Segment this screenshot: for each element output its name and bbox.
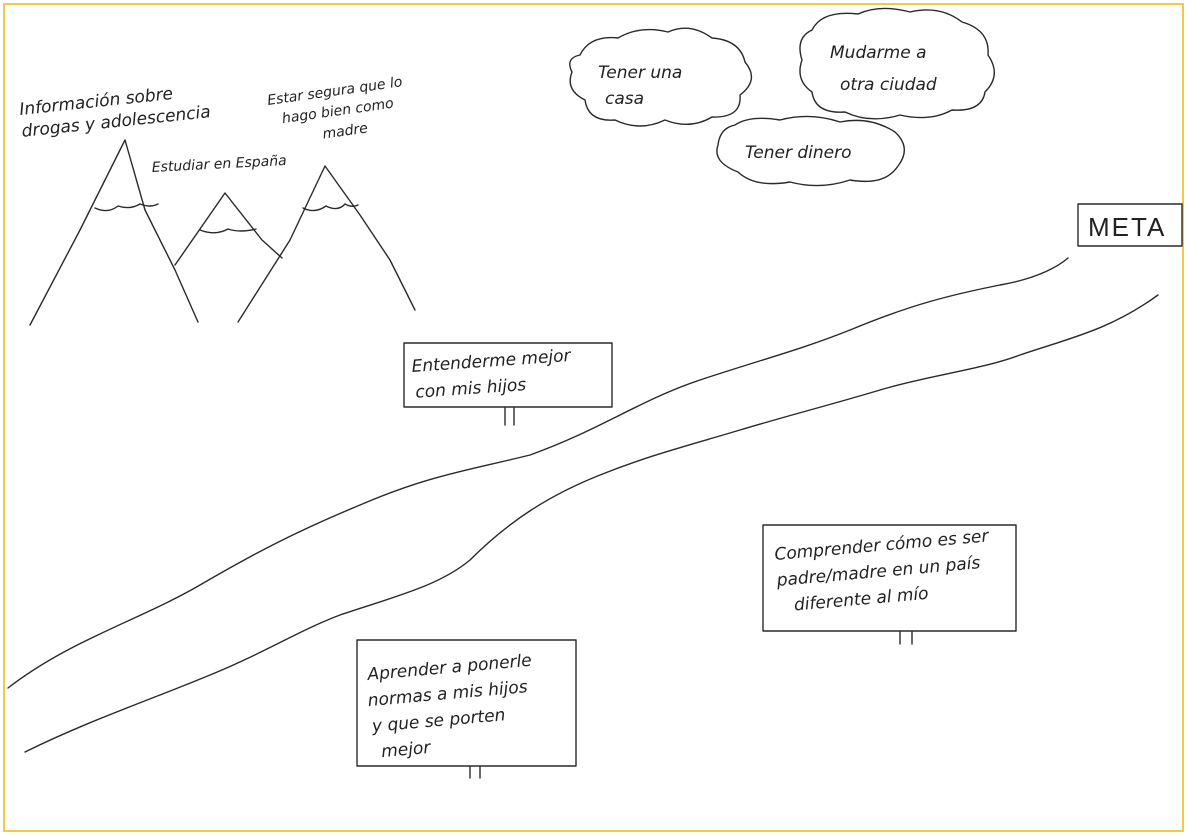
sign-1: Entenderme mejor con mis hijos [403, 342, 613, 426]
clouds: Tener una casa Mudarme a otra ciudad Ten… [569, 7, 995, 187]
goal-box [1077, 203, 1183, 247]
mountain-label-1: Información sobre drogas y adolescencia [18, 80, 211, 142]
mountain-left [29, 139, 199, 326]
mountain-middle [174, 192, 283, 266]
road-upper-edge [7, 257, 1069, 689]
mountain-middle-snowline [199, 228, 257, 234]
mountain-label-3: Estar segura que lo hago bien como madre [266, 74, 413, 150]
cloud-3-text: Tener dinero [745, 143, 852, 163]
sign-2-post [899, 631, 913, 645]
sign-3-text: Aprender a ponerle normas a mis hijos y … [365, 650, 545, 763]
sign-2: Comprender cómo es ser padre/madre en un… [762, 524, 1017, 645]
sign-1-post [504, 407, 515, 426]
mountain-label-2: Estudiar en España [151, 153, 287, 176]
cloud-1-text: Tener una casa [598, 63, 688, 109]
sign-3: Aprender a ponerle normas a mis hijos y … [356, 639, 577, 779]
goal-label: META [1088, 212, 1166, 242]
mountain-right [237, 165, 416, 323]
cloud-1-outline [569, 27, 753, 127]
sign-1-board [403, 342, 613, 408]
drawing-frame [3, 3, 1184, 832]
mountain-left-snowline [94, 203, 159, 212]
cloud-3-outline [716, 115, 905, 187]
sign-3-board [356, 639, 577, 767]
cloud-2-text: Mudarme a otra ciudad [830, 43, 937, 95]
sign-3-post [469, 766, 481, 779]
cloud-2-outline [799, 7, 995, 120]
road [7, 257, 1159, 753]
mountains: Información sobre drogas y adolescencia … [18, 74, 416, 326]
road-lower-edge [24, 294, 1159, 753]
sign-2-text: Comprender cómo es ser padre/madre en un… [773, 526, 999, 617]
sign-1-text: Entenderme mejor con mis hijos [411, 346, 578, 403]
mountain-right-snowline [302, 203, 359, 212]
goal-sign: META [1077, 203, 1183, 247]
sign-2-board [762, 524, 1017, 632]
